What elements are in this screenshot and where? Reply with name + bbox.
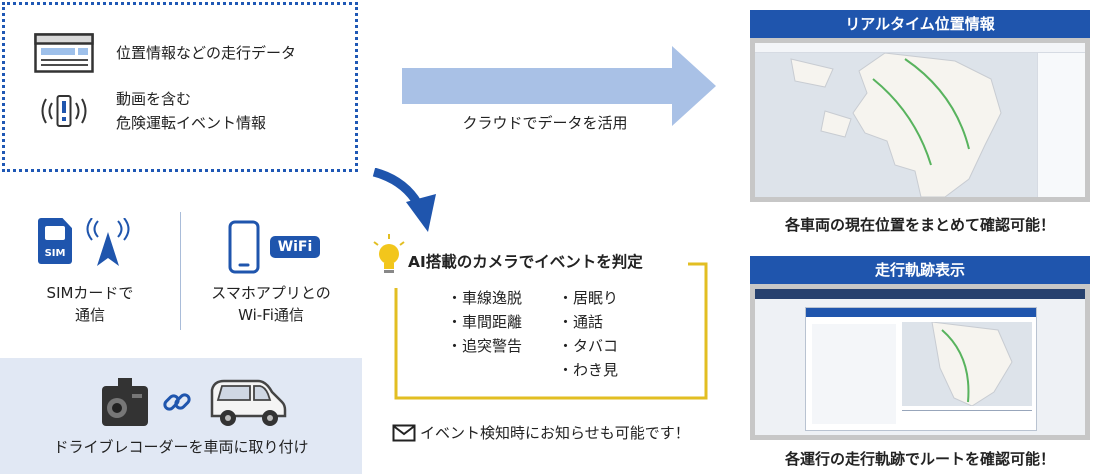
smartphone-icon	[228, 220, 260, 274]
dashcam-icon	[102, 378, 148, 426]
driving-data-box	[2, 2, 358, 172]
data-item-event-line1: 動画を含む	[116, 90, 192, 108]
notify-text: イベント検知時にお知らせも可能です！	[420, 424, 690, 442]
ai-event-item: ・車線逸脱	[447, 289, 523, 307]
wifi-badge-icon: WiFi	[270, 236, 320, 258]
map-land-graphic	[790, 53, 1002, 197]
sim-badge-text: SIM	[44, 248, 66, 259]
trajectory-header: 走行軌跡表示	[750, 256, 1090, 284]
trajectory-caption: 各運行の走行軌跡でルートを確認可能！	[784, 450, 1055, 468]
trajectory-screenshot	[750, 284, 1090, 440]
lightbulb-icon	[373, 234, 405, 273]
link-chain-icon	[163, 393, 191, 411]
antenna-icon	[86, 218, 130, 266]
mail-icon	[392, 424, 416, 441]
recorder-panel	[0, 358, 362, 474]
ai-event-item: ・追突警告	[447, 337, 523, 355]
recorder-caption: ドライブレコーダーを車両に取り付け	[53, 438, 309, 456]
ai-events-right: ・居眠り ・通話 ・タバコ ・わき見	[558, 286, 618, 382]
trajectory-panel: 走行軌跡表示 各運行の走行軌跡でルートを確認可能！	[750, 256, 1090, 469]
data-item-driving-data: 位置情報などの走行データ	[116, 44, 297, 62]
document-icon	[34, 33, 94, 73]
realtime-header: リアルタイム位置情報	[750, 10, 1090, 38]
ai-events-left: ・車線逸脱 ・車間距離 ・追突警告	[447, 286, 522, 358]
realtime-panel: リアルタイム位置情報 各車両の現在位置をまとめて確認可能！	[750, 10, 1090, 235]
wifi-label-line2: Wi-Fi通信	[238, 306, 304, 324]
ai-event-item: ・通話	[558, 313, 604, 331]
realtime-screenshot	[750, 38, 1090, 202]
ai-event-item: ・わき見	[558, 361, 619, 379]
data-item-event-line2: 危険運転イベント情報	[116, 114, 267, 132]
ai-event-item: ・居眠り	[558, 289, 619, 307]
sim-label-line2: 通信	[74, 306, 105, 324]
notify-line: イベント検知時にお知らせも可能です！	[392, 422, 690, 443]
wifi-label-line1: スマホアプリとの	[211, 284, 331, 302]
ai-title: AI搭載のカメラでイベントを判定	[408, 253, 643, 271]
cloud-flow-arrow	[402, 46, 716, 126]
vibration-alert-icon	[41, 95, 87, 127]
sim-card-icon: SIM	[38, 218, 72, 264]
ai-event-item: ・車間距離	[447, 313, 523, 331]
ai-event-item: ・タバコ	[558, 337, 619, 355]
ai-frame	[394, 262, 708, 400]
realtime-caption: 各車両の現在位置をまとめて確認可能！	[784, 216, 1055, 234]
van-icon	[210, 379, 287, 426]
sim-label-line1: SIMカードで	[46, 284, 134, 302]
curved-arrow-icon	[372, 168, 436, 232]
route-map-graphic	[902, 322, 1032, 406]
cloud-label: クラウドでデータを活用	[462, 114, 628, 132]
connectivity-divider	[180, 212, 181, 330]
